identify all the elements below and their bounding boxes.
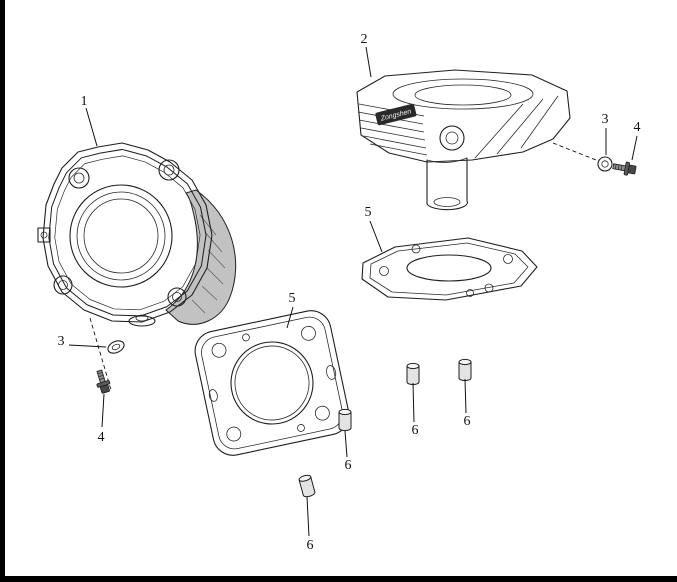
- part-2-cylinder-bottom-view: Zongshen: [356, 69, 571, 211]
- assembly-axis-left: [89, 317, 112, 391]
- part-6-dowel-pin-c: [458, 358, 472, 382]
- callout-2: 2: [361, 32, 368, 47]
- part-6-dowel-pin-b: [406, 362, 420, 386]
- part-1-bottom-spigot: [128, 315, 156, 327]
- part-5-gasket-right: [361, 237, 538, 301]
- callout-1: 1: [81, 94, 88, 109]
- page-border-left: [0, 0, 5, 582]
- part-2-liner-sleeve: [426, 157, 468, 211]
- part-4-bolt-right: [611, 159, 638, 177]
- callout-6-c: 6: [464, 414, 471, 429]
- callout-3-right: 3: [602, 112, 609, 127]
- leader-lines: [68, 46, 638, 537]
- callout-5-right: 5: [365, 205, 372, 220]
- part-1-cylinder-side-view: [37, 142, 237, 327]
- part-6-dowel-pin-a: [338, 408, 352, 432]
- part-2-hole: [439, 125, 465, 151]
- part-1-shaded-skirt: [165, 189, 237, 325]
- callout-6-a: 6: [345, 458, 352, 473]
- part-1-bore: [69, 184, 173, 288]
- callout-4-right: 4: [634, 120, 641, 135]
- part-4-bolt-left: [92, 368, 113, 395]
- callout-5-left: 5: [289, 291, 296, 306]
- callout-6-d: 6: [307, 538, 314, 553]
- assembly-axis-right: [552, 142, 597, 161]
- callout-6-b: 6: [412, 423, 419, 438]
- part-1-side-boss: [37, 227, 51, 243]
- page-border-bottom: [0, 576, 677, 582]
- callout-4-left: 4: [98, 430, 105, 445]
- callout-3-left: 3: [58, 334, 65, 349]
- part-3-washer-right: [597, 156, 613, 172]
- part-6-dowel-pin-d: [297, 473, 317, 499]
- part-2-webs: [474, 95, 559, 159]
- part-1-bolt-bosses: [53, 159, 187, 307]
- part-5-gasket-left: [194, 310, 350, 456]
- part-3-washer-left: [107, 340, 125, 354]
